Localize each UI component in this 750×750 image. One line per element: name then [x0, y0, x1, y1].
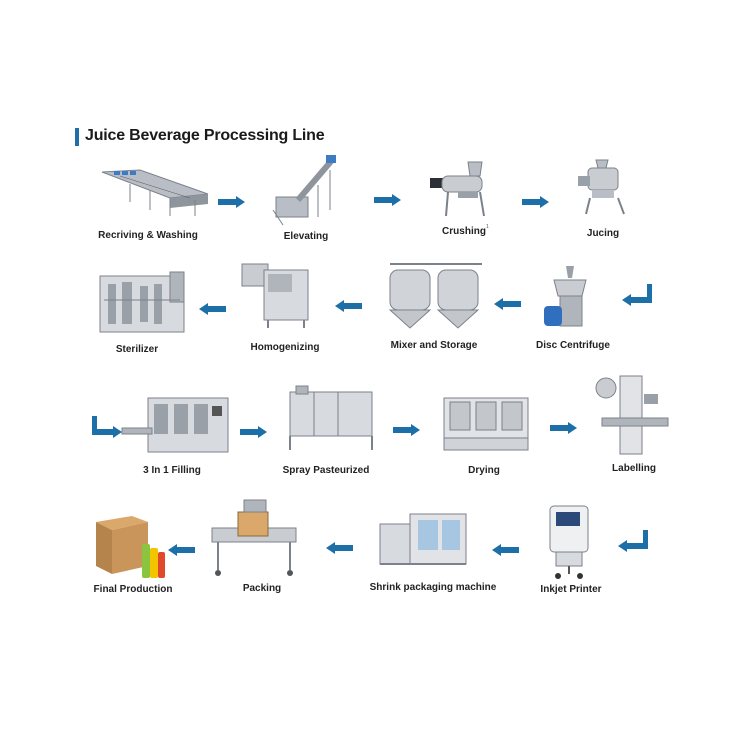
final-production-box-image [92, 512, 168, 584]
shrink-packaging-machine-image [378, 510, 470, 576]
jucing-machine-image [574, 158, 634, 216]
arrow-corner-down-right-icon [92, 416, 122, 438]
disc-centrifuge-image [542, 264, 598, 334]
stage-label-inkjet: Inkjet Printer [540, 584, 602, 595]
stage-label-receiving: Recriving & Washing [98, 230, 198, 241]
stage-label-crushing: Crushing [442, 226, 486, 237]
sterilizer-machine-image [96, 270, 188, 336]
homogenizing-machine-image [238, 260, 312, 332]
arrow-left-icon [335, 300, 362, 312]
arrow-corner-down-left-icon [618, 530, 648, 552]
stage-label-filling: 3 In 1 Filling [143, 465, 201, 476]
arrow-right-icon [218, 196, 245, 208]
arrow-left-icon [199, 303, 226, 315]
spray-pasteurizer-image [284, 384, 376, 454]
stage-label-sterilizer: Sterilizer [115, 344, 159, 355]
arrow-left-icon [492, 544, 519, 556]
crushing-mark: 1 [486, 224, 489, 230]
drying-machine-image [440, 394, 532, 458]
labelling-machine-image [594, 374, 670, 460]
page-title: Juice Beverage Processing Line [85, 127, 325, 144]
stage-label-disc: Disc Centrifuge [536, 340, 610, 351]
stage-label-spray: Spray Pasteurized [282, 465, 370, 476]
stage-label-jucing: Jucing [586, 228, 620, 239]
inkjet-printer-image [544, 502, 596, 580]
stage-label-elevating: Elevating [283, 231, 329, 242]
arrow-left-icon [168, 544, 195, 556]
receiving-washing-machine-image [100, 168, 210, 220]
stage-label-labelling: Labelling [612, 463, 656, 474]
arrow-left-icon [326, 542, 353, 554]
arrow-right-icon [374, 194, 401, 206]
arrow-right-icon [393, 424, 420, 436]
stage-label-final: Final Production [93, 584, 173, 595]
arrow-left-icon [494, 298, 521, 310]
filling-machine-image [120, 392, 230, 458]
packing-machine-image [208, 498, 300, 578]
arrow-right-icon [240, 426, 267, 438]
title-accent-bar [75, 128, 79, 146]
elevating-conveyor-image [268, 155, 348, 227]
stage-label-packing: Packing [242, 583, 282, 594]
stage-label-mixer: Mixer and Storage [390, 340, 478, 351]
arrow-right-icon [522, 196, 549, 208]
stage-label-shrink: Shrink packaging machine [369, 582, 497, 593]
arrow-corner-down-left-icon [622, 284, 652, 306]
stage-label-drying: Drying [468, 465, 500, 476]
stage-label-homogenizing: Homogenizing [250, 342, 320, 353]
mixer-storage-tanks-image [386, 262, 486, 336]
arrow-right-icon [550, 422, 577, 434]
crushing-machine-image [428, 158, 498, 220]
